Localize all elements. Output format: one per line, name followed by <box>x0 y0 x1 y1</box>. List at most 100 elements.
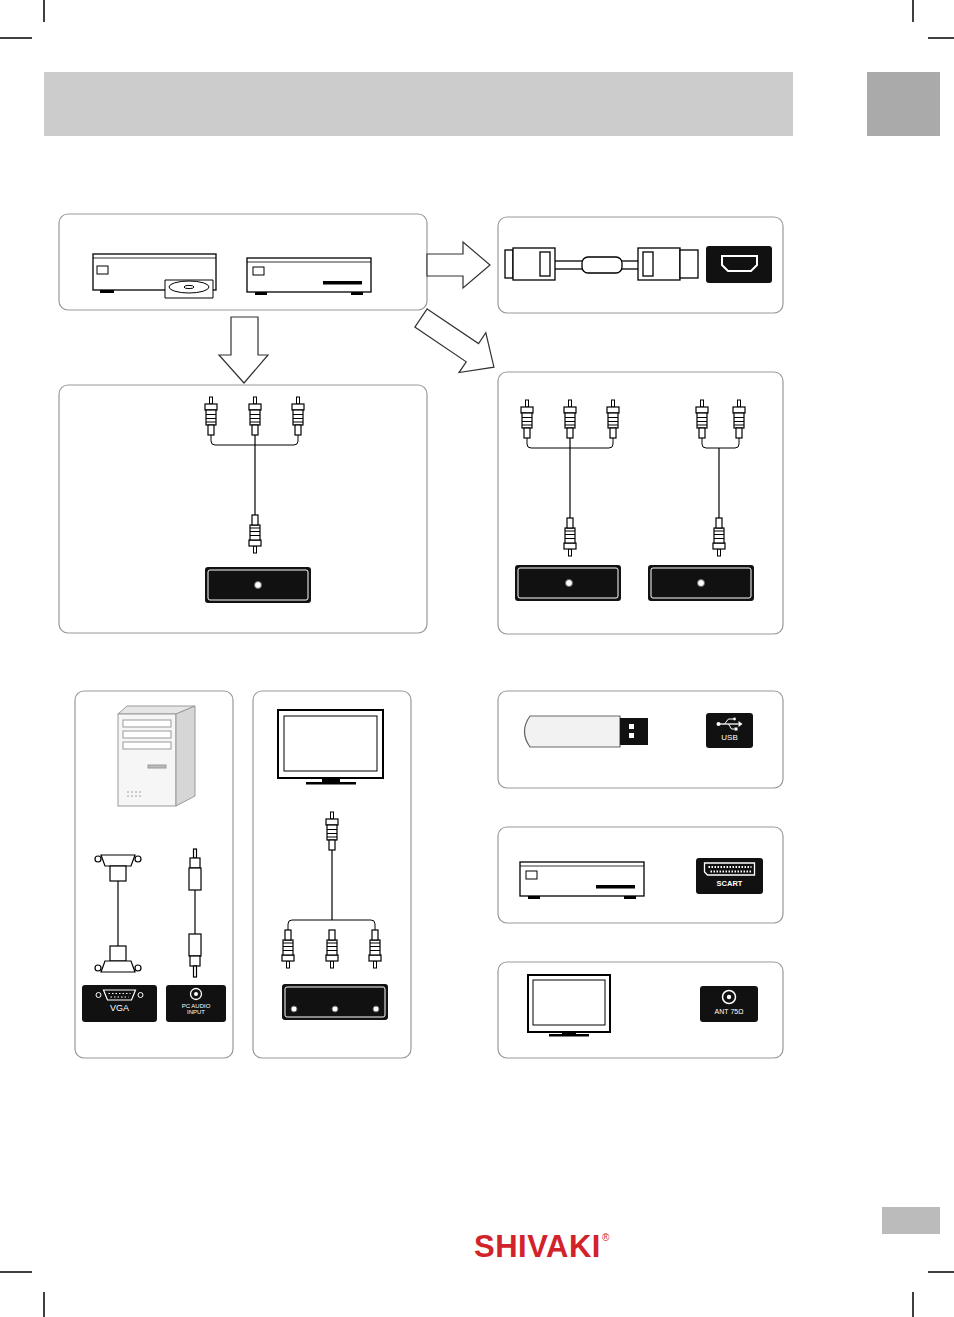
hdmi-cable <box>622 260 638 261</box>
pc-audio-port: PC AUDIO INPUT <box>166 985 226 1022</box>
panels <box>498 372 783 634</box>
av-port <box>205 567 311 603</box>
computer-tower <box>127 791 129 793</box>
panels <box>498 691 783 788</box>
hdmi-port <box>706 246 772 283</box>
flow-arrows <box>408 298 508 387</box>
computer-tower <box>176 706 195 806</box>
flow-arrows <box>427 242 490 288</box>
audio-cable <box>696 400 745 556</box>
vga-cable <box>101 855 135 866</box>
av-output-cable <box>282 812 381 968</box>
header-band <box>44 72 793 136</box>
computer-tower <box>123 742 171 749</box>
computer-tower <box>118 714 176 806</box>
component-cable <box>569 438 570 518</box>
pc-audio-cable <box>190 956 200 966</box>
component-port <box>515 565 621 601</box>
flow-arrows <box>219 317 268 383</box>
audio-cable <box>702 438 739 448</box>
usb-stick <box>629 733 634 738</box>
vga-cable <box>101 961 135 972</box>
computer-tower <box>139 791 141 793</box>
usb-stick <box>525 716 649 747</box>
dvd-player <box>93 254 216 298</box>
hdmi-cable <box>582 257 622 273</box>
composite-cable <box>205 397 217 435</box>
crop-marks <box>43 0 45 22</box>
hdmi-cable <box>555 268 582 269</box>
section-tab <box>867 72 940 136</box>
component-cable <box>564 400 576 438</box>
pc-audio-cable <box>194 849 197 858</box>
computer-tower <box>131 795 133 797</box>
component-cable <box>607 400 619 438</box>
dvd-player <box>169 281 209 293</box>
component-port <box>515 565 621 601</box>
pc-audio-cable <box>194 966 197 977</box>
computer-tower <box>123 720 171 727</box>
registered-mark: ® <box>602 1232 609 1243</box>
set-top-box <box>247 258 371 295</box>
pc-audio-cable <box>189 934 201 956</box>
av-output-port <box>282 984 388 1020</box>
tv-set <box>528 975 610 1037</box>
panels <box>59 214 427 310</box>
tv-set <box>322 778 340 782</box>
audio-cable <box>696 400 708 438</box>
component-cable <box>521 400 619 556</box>
hdmi-cable <box>555 260 582 261</box>
av-port <box>255 582 262 589</box>
flow-arrows <box>219 242 507 387</box>
component-cable <box>564 518 576 556</box>
panels <box>498 962 783 1058</box>
av-output-cable <box>326 930 338 968</box>
composite-cable <box>249 515 261 553</box>
vga-cable <box>95 965 101 971</box>
audio-cable <box>733 400 745 438</box>
usb-stick <box>525 716 621 747</box>
pc-audio-cable <box>190 858 200 868</box>
flow-arrows <box>408 298 508 387</box>
audio-port <box>698 580 705 587</box>
av-output-port <box>373 1006 379 1012</box>
computer-tower <box>135 795 137 797</box>
computer-tower <box>148 765 166 768</box>
hdmi-cable <box>638 248 680 280</box>
computer-tower <box>131 791 133 793</box>
dvd-player <box>93 258 216 259</box>
page-tab <box>882 1207 940 1234</box>
panels <box>253 691 411 1058</box>
composite-cable <box>249 397 261 435</box>
hdmi-cable <box>680 250 698 278</box>
dvd-player <box>97 266 108 274</box>
computer-tower <box>135 791 137 793</box>
scart-port: SCART <box>696 858 763 894</box>
panels <box>59 214 783 1058</box>
port-label: VGA <box>82 1004 157 1013</box>
usb-stick <box>620 718 648 745</box>
av-output-cable <box>282 930 294 968</box>
tv-set <box>284 716 377 771</box>
tv-set <box>528 975 610 1032</box>
crop-marks <box>43 1292 45 1317</box>
crop-marks <box>928 1271 954 1273</box>
crop-marks <box>928 37 954 39</box>
pc-audio-cable <box>189 868 201 890</box>
tv-set <box>549 1034 589 1037</box>
pc-audio-cable <box>194 890 195 934</box>
av-output-cable <box>326 812 338 850</box>
ant-icon <box>700 986 758 1010</box>
port-label: SCART <box>696 880 763 888</box>
crop-marks <box>912 1292 914 1317</box>
usb-port: USB <box>706 713 753 748</box>
composite-cable <box>292 397 304 435</box>
hdmi-cable <box>540 252 550 276</box>
panels <box>59 385 427 633</box>
hdmi-port <box>706 246 772 283</box>
component-cable <box>521 400 533 438</box>
antenna-port: ANT 75Ω <box>700 986 758 1022</box>
